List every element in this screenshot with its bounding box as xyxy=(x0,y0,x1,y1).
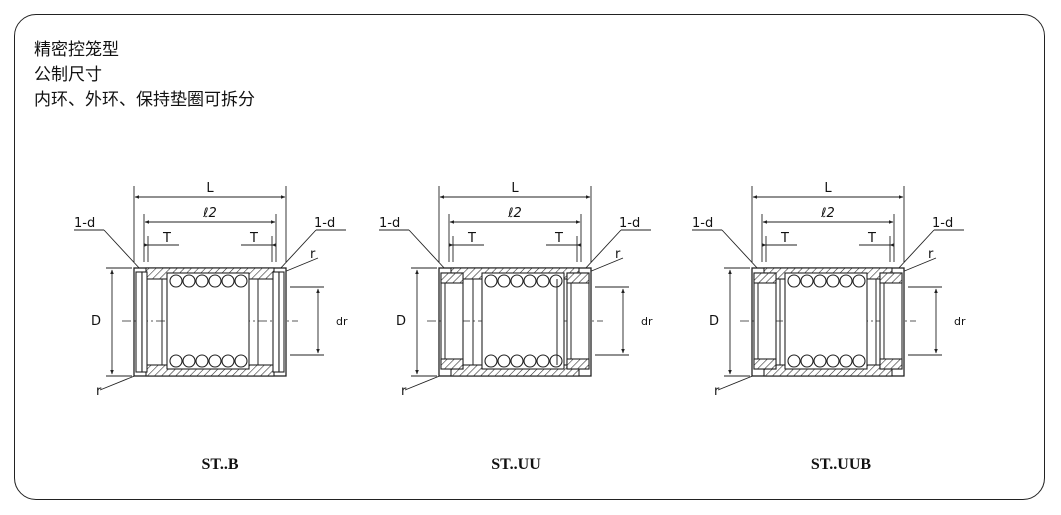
label-r-right: r xyxy=(615,247,621,262)
label-dr: dr xyxy=(954,315,966,328)
label-D: D xyxy=(91,314,101,329)
label-r-right: r xyxy=(928,247,934,262)
label-dr: dr xyxy=(336,315,348,328)
label-d-left: 1-d xyxy=(379,216,400,231)
caption-st-b: ST..B xyxy=(201,456,239,473)
drawing-st-uu xyxy=(379,186,651,390)
labels-st-uub: L ℓ2 T T 1-d 1-d r r D dr xyxy=(692,181,966,399)
frame-border xyxy=(14,14,1045,500)
notes-block: 精密控笼型 公制尺寸 内环、外环、保持垫圈可拆分 xyxy=(34,38,255,113)
label-d-left: 1-d xyxy=(74,216,95,231)
label-L: L xyxy=(206,181,214,196)
drawing-st-b xyxy=(74,186,346,390)
caption-st-uub: ST..UUB xyxy=(810,456,872,473)
label-T-left: T xyxy=(162,231,171,246)
label-T-right: T xyxy=(249,231,258,246)
drawing-st-uub xyxy=(692,186,964,390)
label-d-right: 1-d xyxy=(619,216,640,231)
labels-st-uu: L ℓ2 T T 1-d 1-d r r D dr xyxy=(379,181,653,399)
label-l2: ℓ2 xyxy=(820,206,835,221)
label-r-left: r xyxy=(714,384,720,399)
label-r-right: r xyxy=(310,247,316,262)
note-line-type: 精密控笼型 xyxy=(34,40,119,60)
label-T-left: T xyxy=(467,231,476,246)
note-line-dimension: 公制尺寸 xyxy=(34,65,102,85)
label-l2: ℓ2 xyxy=(507,206,522,221)
label-d-left: 1-d xyxy=(692,216,713,231)
label-T-right: T xyxy=(554,231,563,246)
label-r-left: r xyxy=(96,384,102,399)
label-L: L xyxy=(824,181,832,196)
label-r-left: r xyxy=(401,384,407,399)
label-D: D xyxy=(396,314,406,329)
label-D: D xyxy=(709,314,719,329)
label-T-left: T xyxy=(780,231,789,246)
label-L: L xyxy=(511,181,519,196)
labels-st-b: L ℓ2 T T 1-d 1-d r r D dr xyxy=(74,181,348,399)
caption-st-uu: ST..UU xyxy=(491,456,541,473)
label-T-right: T xyxy=(867,231,876,246)
label-d-right: 1-d xyxy=(932,216,953,231)
label-d-right: 1-d xyxy=(314,216,335,231)
label-l2: ℓ2 xyxy=(202,206,217,221)
label-dr: dr xyxy=(641,315,653,328)
note-line-separable: 内环、外环、保持垫圈可拆分 xyxy=(34,90,255,110)
